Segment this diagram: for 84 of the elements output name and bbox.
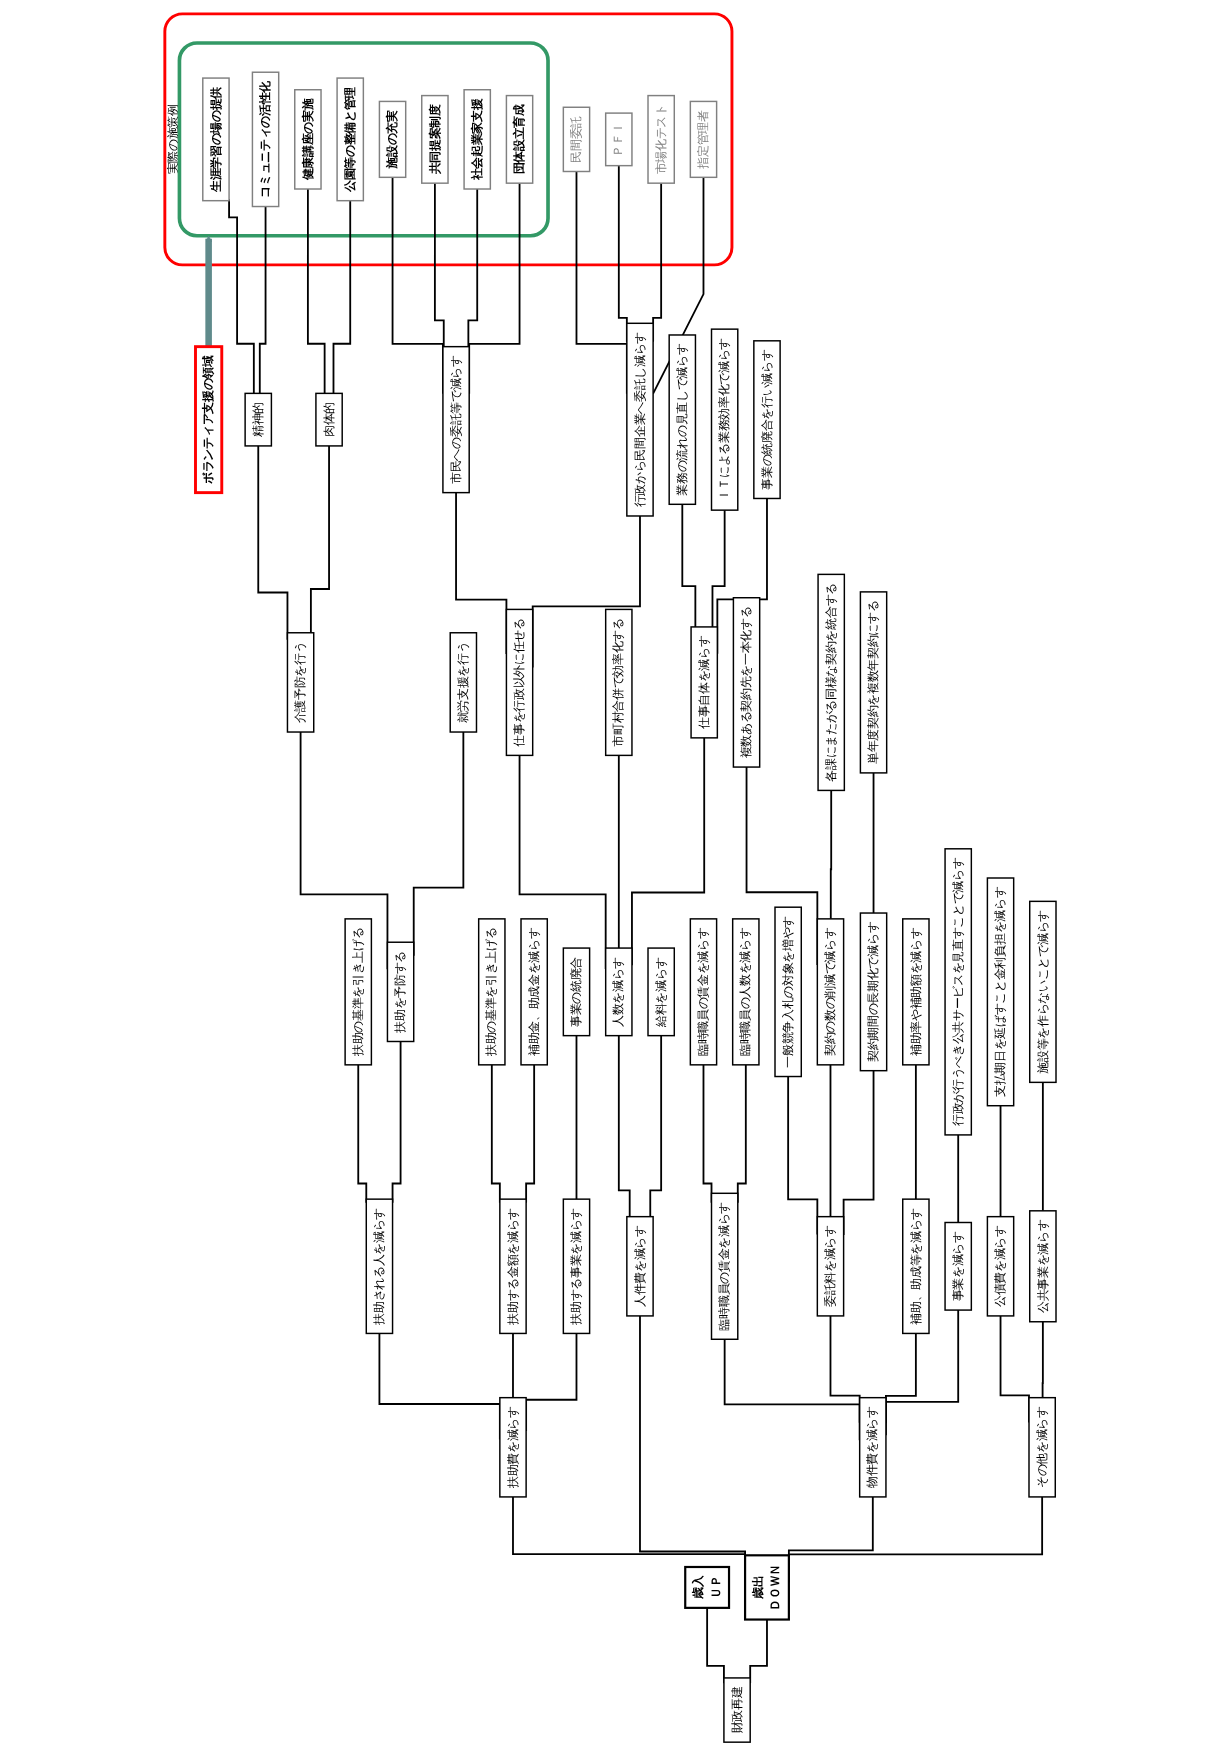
node-box: 一般競争入札の対象を増やす: [773, 906, 802, 1078]
connector: [306, 188, 326, 395]
node-box: 扶助の基準を引き上げる: [343, 918, 372, 1066]
connector: [1041, 1081, 1044, 1212]
node-box: 複数ある契約先を一本化する: [732, 597, 760, 768]
node-box: 歳入 ＵＰ: [683, 1565, 730, 1609]
connector: [511, 1332, 514, 1399]
node-box: 健康講座の実施: [293, 89, 322, 190]
connector: [617, 1034, 631, 1218]
connector: [872, 772, 875, 914]
node-box: 市町村合併で効率化する: [604, 608, 633, 757]
node-box: 公共事業を減らす: [1028, 1210, 1057, 1323]
connector: [829, 1063, 831, 1218]
connector: [258, 205, 267, 395]
connector: [575, 1034, 577, 1201]
node-box: コミュニティの活性化: [251, 71, 279, 208]
node-box: 扶助を予防する: [386, 941, 415, 1043]
node-box: 扶助の基準を引き上げる: [477, 918, 506, 1066]
node-box: その他を減らす: [1027, 1396, 1056, 1498]
node-box: 指定管理者: [689, 100, 717, 179]
node-box: 臨時職員の人数を減らす: [731, 918, 760, 1066]
node-box: 扶助される人を減らす: [365, 1198, 393, 1335]
node-box: 精神的: [243, 392, 272, 447]
node-box: 契約期間の長期化で減らす: [859, 912, 887, 1072]
node-box: 共同提案制度: [420, 94, 449, 184]
node-box: 仕事を行政以外に任せる: [505, 608, 533, 757]
node-box: 業務の流れの見直しで減らす: [668, 334, 696, 506]
node-box: 扶助する事業を減らす: [562, 1198, 590, 1335]
node-box: 各課にまたがる同様な契約を統合する: [816, 573, 845, 792]
node-box: 行政が行うべき公共サービスを見直すことで減らす: [943, 848, 972, 1136]
connector: [999, 1104, 1001, 1218]
node-box: 市民への委託等で減らす: [441, 345, 470, 494]
node-box: 社会起業家支援: [462, 89, 491, 190]
node-box: 扶助費を減らす: [498, 1396, 527, 1498]
cluster: [177, 41, 550, 238]
connector: [914, 1063, 917, 1201]
node-box: 民間委託: [562, 106, 590, 173]
node-box: 財政再建: [722, 1677, 751, 1743]
node-box: 公債費を減らす: [986, 1215, 1014, 1317]
node-box: 歳出 ＤＯＷＮ: [743, 1554, 790, 1621]
node-box: 団体設立育成: [505, 94, 533, 184]
node-box: 臨時職員の賃金を減らす: [689, 918, 717, 1066]
connector: [681, 503, 696, 628]
node-box: 施設等を作らないことで減らす: [1028, 900, 1057, 1084]
node-box: 支払期日を延ばすこと金利負担を減らす: [986, 877, 1014, 1107]
node-box: 生涯学習の場の提供: [201, 77, 230, 202]
node-box: 仕事自体を減らす: [689, 626, 718, 739]
node-box: 臨時職員の賃金を減らす: [710, 1192, 739, 1340]
node-box: ＩＴによる業務効率化で減らす: [710, 328, 739, 511]
connector: [648, 1034, 662, 1218]
node-box: 公園等の整備と管理: [335, 77, 364, 202]
node-box: 肉体的: [314, 392, 343, 447]
connector: [956, 1134, 959, 1224]
connector: [467, 188, 478, 348]
node-box: ボランティア支援の領域: [193, 345, 223, 495]
node-box: 補助率や補助額を減らす: [901, 918, 930, 1066]
connector: [332, 199, 351, 395]
node-box: 就労支援を行う: [449, 632, 477, 733]
node-box: ＰＦＩ: [604, 112, 633, 167]
connector: [433, 182, 445, 348]
node-box: 行政から民間企業へ委託し減らす: [625, 322, 654, 517]
node-box: 人件費を減らす: [625, 1215, 654, 1317]
node-box: 介護予防を行う: [286, 632, 315, 733]
node-box: 事業の統廃合: [562, 947, 590, 1037]
arrow: [204, 235, 212, 347]
node-box: 事業を減らす: [943, 1221, 972, 1311]
node-box: 補助金、助成金を減らす: [519, 918, 548, 1066]
connector: [711, 509, 726, 628]
node-box: 単年度契約を複数年契約にする: [859, 591, 887, 774]
node-box: 事業の統廃合を行い減らす: [752, 340, 781, 500]
node-box: 市場化テスト: [646, 94, 675, 184]
connector: [227, 198, 255, 395]
node-box: 人数を減らす: [604, 947, 633, 1037]
node-box: 委託料を減らす: [816, 1215, 844, 1317]
node-box: 扶助する金額を減らす: [498, 1198, 527, 1335]
connector: [309, 445, 330, 634]
node-box: 給料を減らす: [646, 947, 675, 1037]
node-box: 施設の充実: [378, 100, 406, 179]
node-box: 物件費を減らす: [858, 1396, 887, 1498]
connector: [1041, 1320, 1044, 1399]
connector: [617, 754, 620, 949]
node-box: 補助、助成等を減らす: [901, 1198, 930, 1335]
connector: [829, 789, 832, 920]
node-box: 契約の数の削減で減らす: [816, 918, 844, 1066]
